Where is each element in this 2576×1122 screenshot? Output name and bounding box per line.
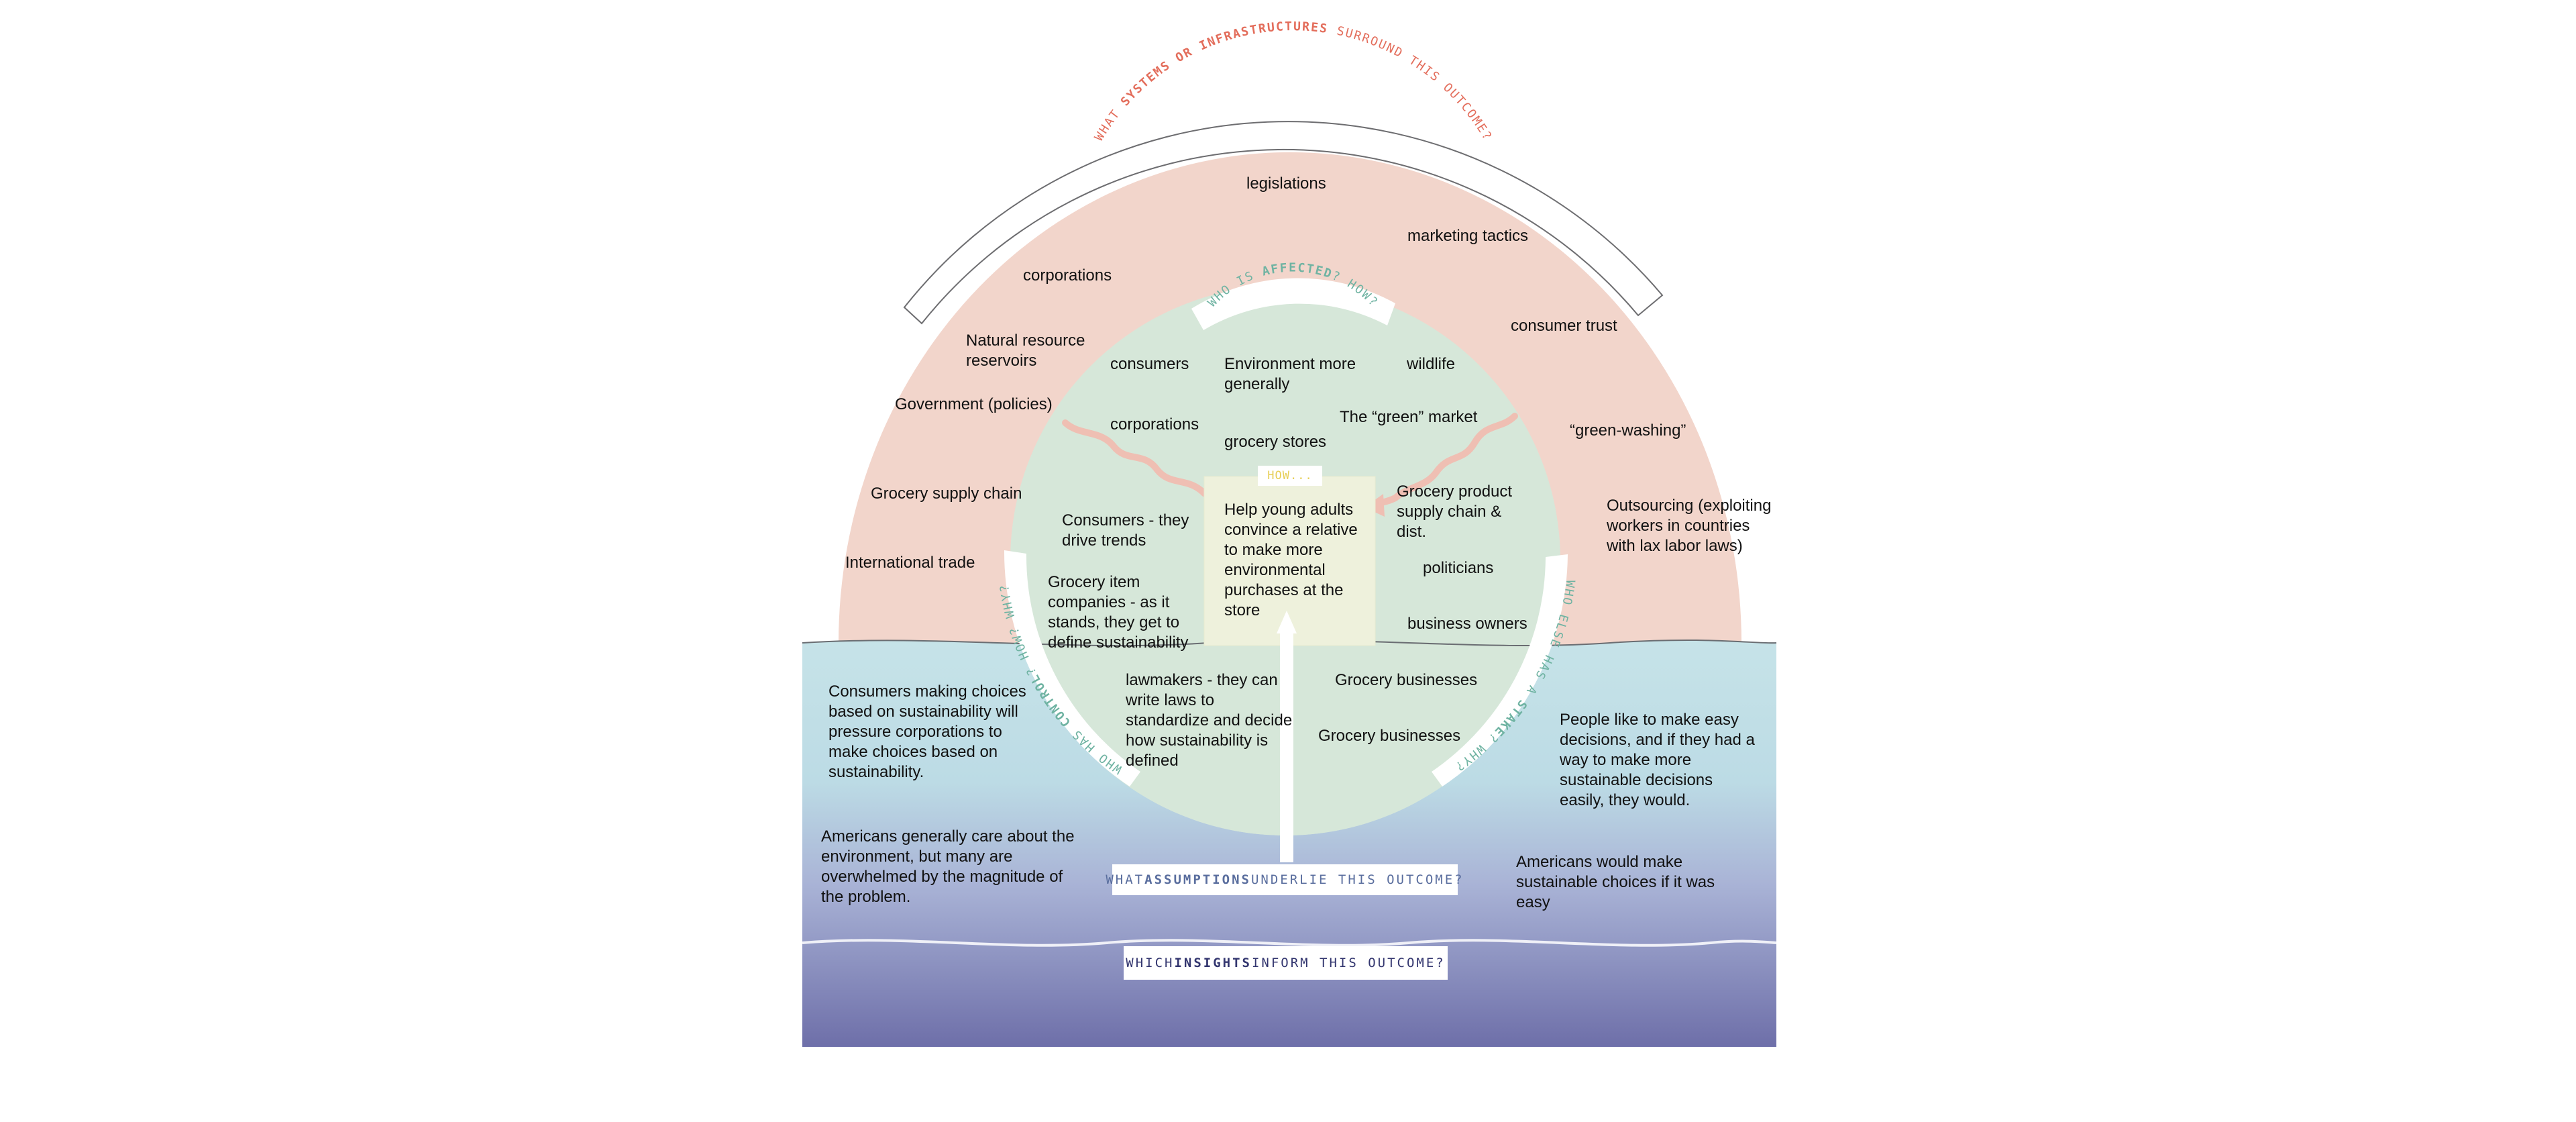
- systems-item-marketing-tactics: marketing tactics: [1407, 227, 1529, 245]
- affected-question-arc: [1191, 278, 1395, 330]
- systems-item-legislations: legislations: [1246, 174, 1326, 193]
- control-item-grocery-item-companies: Grocery item companies - as it stands, t…: [1048, 573, 1189, 652]
- stake-item-grocery-businesses-1: Grocery businesses: [1335, 671, 1478, 689]
- systems-item-government: Government (policies): [895, 395, 1053, 413]
- stake-question-arc: [1432, 554, 1568, 786]
- assumptions-question-box: WHAT ASSUMPTIONS UNDERLIE THIS OUTCOME?: [1106, 864, 1462, 895]
- systems-item-consumer-trust: consumer trust: [1511, 317, 1617, 335]
- assumption-item-people-easy-decisions: People like to make easy decisions, and …: [1560, 711, 1755, 809]
- insight-item-americans-would: Americans would make sustainable choices…: [1516, 853, 1715, 911]
- insights-question-box: WHICH INSIGHTS INFORM THIS OUTCOME?: [1124, 946, 1448, 980]
- how-tag: HOW...: [1258, 466, 1322, 486]
- affected-item-consumers: consumers: [1110, 355, 1189, 373]
- stake-item-grocery-product-supply: Grocery product supply chain & dist.: [1397, 482, 1513, 541]
- affected-item-grocery-stores: grocery stores: [1224, 433, 1327, 451]
- control-item-lawmakers: lawmakers - they can write laws to stand…: [1126, 671, 1293, 770]
- stake-item-politicians: politicians: [1423, 559, 1494, 577]
- right-squiggle-arrow: [1366, 413, 1518, 508]
- stake-item-business-owners: business owners: [1407, 615, 1527, 633]
- assumptions-arrow-head: [1277, 611, 1297, 633]
- insights-waveline: [802, 939, 1777, 947]
- assumptions-arrow-shaft: [1280, 631, 1293, 862]
- systems-item-grocery-supply-chain: Grocery supply chain: [871, 484, 1022, 503]
- affected-item-environment: Environment more generally: [1224, 355, 1356, 393]
- systems-item-natural-resource: Natural resource reservoirs: [966, 332, 1085, 370]
- systems-item-green-washing: “green-washing”: [1570, 421, 1686, 440]
- stake-item-grocery-businesses-2: Grocery businesses: [1318, 727, 1461, 745]
- affected-item-green-market: The “green” market: [1340, 408, 1478, 426]
- assumption-item-consumers-making-choices: Consumers making choices based on sustai…: [828, 682, 1026, 781]
- affected-item-corporations: corporations: [1110, 415, 1199, 434]
- control-question-arc: [1004, 550, 1140, 786]
- systems-question-arc: [903, 121, 1664, 325]
- outcome-box: [1203, 476, 1376, 646]
- systems-item-outsourcing: Outsourcing (exploiting workers in count…: [1607, 497, 1772, 555]
- systems-item-corporations: corporations: [1023, 266, 1112, 285]
- control-item-consumers-trends: Consumers - they drive trends: [1062, 511, 1189, 550]
- affected-item-wildlife: wildlife: [1407, 355, 1456, 373]
- outcome-text: Help young adults convince a relative to…: [1224, 501, 1358, 619]
- insight-item-americans-care: Americans generally care about the envir…: [821, 827, 1075, 906]
- systems-item-international-trade: International trade: [845, 554, 975, 572]
